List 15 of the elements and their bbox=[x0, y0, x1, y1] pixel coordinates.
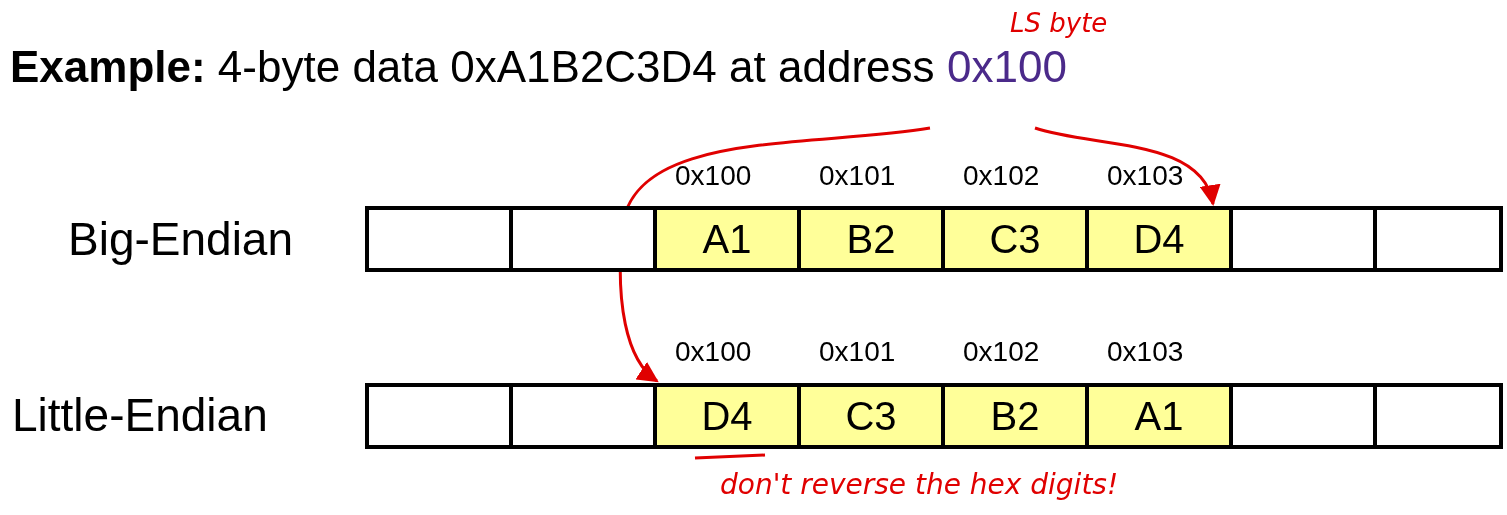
annotation-text: don't reverse the hex digits! bbox=[720, 468, 1119, 501]
row-label: Little-Endian bbox=[12, 388, 268, 442]
address-label: 0x100 bbox=[675, 336, 752, 368]
address-label: 0x103 bbox=[1107, 160, 1184, 192]
title-text: Example: 4-byte data 0xA1B2C3D4 at address bbox=[10, 42, 935, 92]
address-label: 0x100 bbox=[675, 160, 752, 192]
row-label: Big-Endian bbox=[68, 212, 294, 266]
title-address: 0x100 bbox=[947, 42, 1067, 92]
address-label: 0x101 bbox=[819, 336, 896, 368]
annotation-text: LS byte bbox=[1010, 8, 1108, 38]
address-label: 0x102 bbox=[963, 336, 1040, 368]
arrow bbox=[1034, 126, 1218, 206]
address-label: 0x103 bbox=[1107, 336, 1184, 368]
address-label: 0x102 bbox=[963, 160, 1040, 192]
address-label: 0x101 bbox=[819, 160, 896, 192]
